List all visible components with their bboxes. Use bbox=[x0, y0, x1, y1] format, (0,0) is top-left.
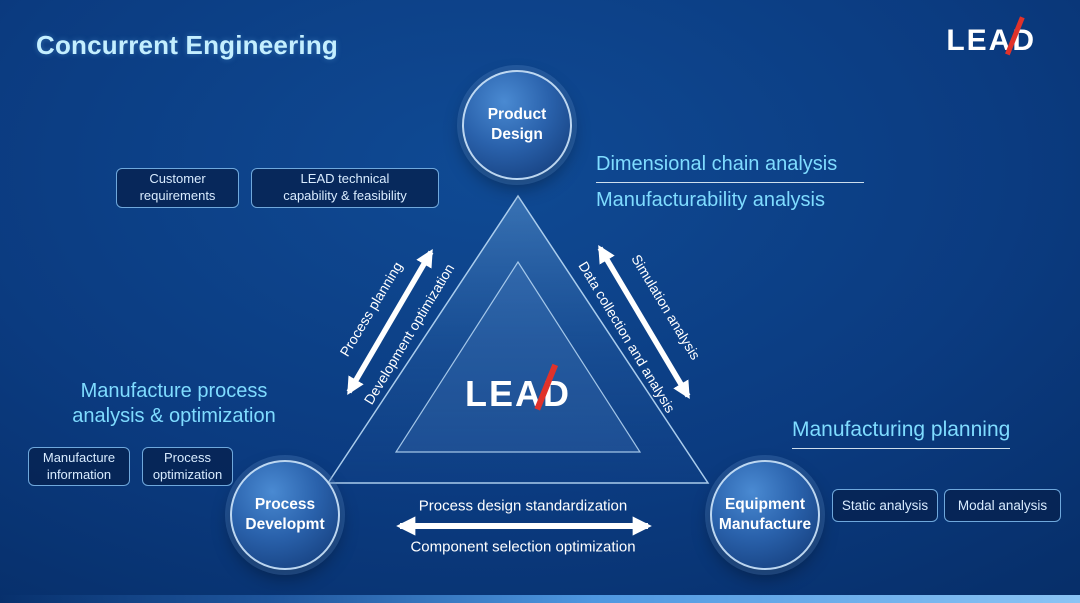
lead-logo-prefix: LE bbox=[464, 373, 516, 414]
page-title: Concurrent Engineering bbox=[36, 30, 338, 60]
edge-label-process-design-standardization: Process design standardization bbox=[418, 497, 628, 515]
pill-static-analysis: Static analysis bbox=[832, 489, 938, 522]
pill-process-optimization: Process optimization bbox=[142, 447, 233, 486]
pill-modal-analysis: Modal analysis bbox=[944, 489, 1061, 522]
pill-lead-technical-capability: LEAD technical capability & feasibility bbox=[251, 168, 439, 208]
heading-manufacture-process-analysis: Manufacture process analysis & optimizat… bbox=[72, 380, 276, 427]
annotation-manufacturability-analysis: Manufacturability analysis bbox=[596, 189, 825, 211]
lead-logo-letter-a: A bbox=[515, 363, 559, 415]
node-equipment-manufacture: Equipment Manufacture bbox=[710, 460, 820, 570]
node-process-development: Process Developmt bbox=[230, 460, 340, 570]
arrow-right-edge bbox=[597, 244, 691, 400]
edge-label-component-selection-optimization: Component selection optimization bbox=[410, 538, 636, 556]
divider-line bbox=[596, 182, 864, 183]
node-product-design: Product Design bbox=[462, 70, 572, 180]
annotation-dimensional-chain-analysis: Dimensional chain analysis bbox=[596, 153, 838, 175]
triangle-inner bbox=[394, 260, 642, 453]
bottom-accent-bar bbox=[0, 595, 1080, 603]
arrow-left-edge bbox=[346, 248, 434, 396]
lead-logo-a-glyph: A bbox=[988, 24, 1013, 57]
heading-manufacturing-planning: Manufacturing planning bbox=[792, 418, 1011, 449]
pill-customer-requirements: Customer requirements bbox=[116, 168, 239, 208]
product-design-annotations: Dimensional chain analysis Manufacturabi… bbox=[596, 151, 864, 214]
pill-manufacture-information: Manufacture information bbox=[28, 447, 130, 486]
lead-logo-prefix: LE bbox=[946, 24, 989, 57]
lead-logo-letter-a: A bbox=[988, 16, 1025, 58]
